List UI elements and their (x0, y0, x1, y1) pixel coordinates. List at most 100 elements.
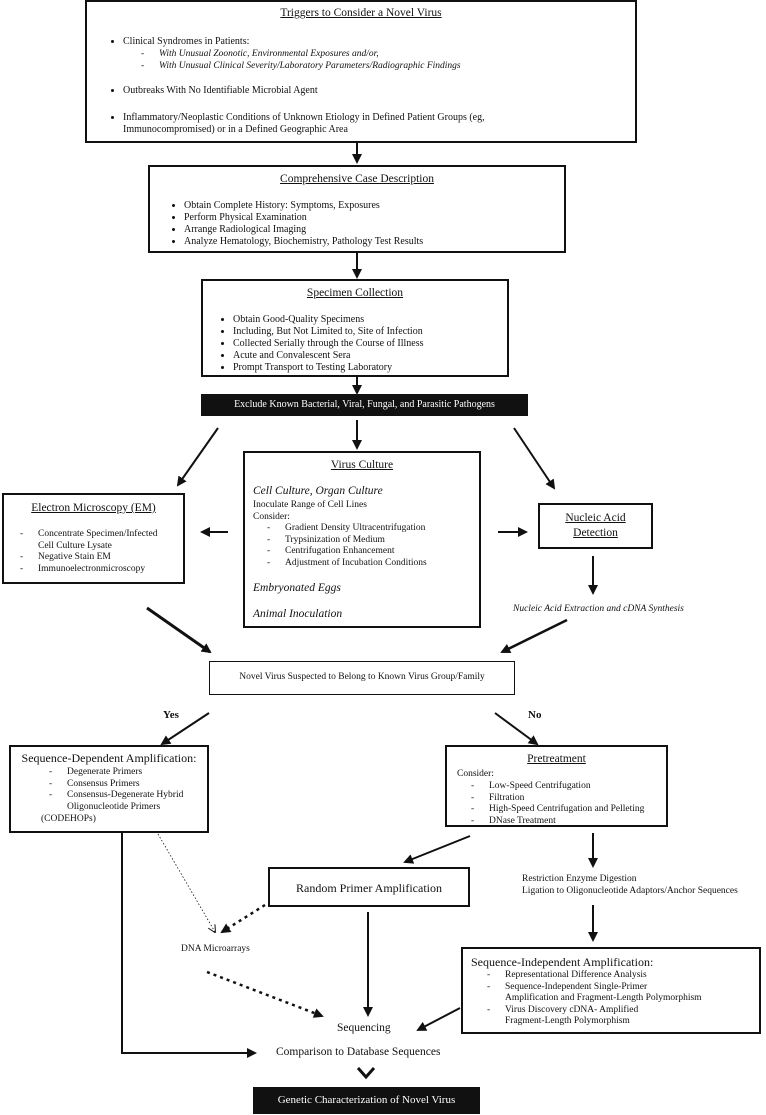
virus-culture-title: Virus Culture (330, 459, 394, 471)
yes-label: Yes (163, 709, 179, 721)
em-item-1-line-1: Concentrate Specimen/Infected (38, 529, 158, 539)
pretreat-item-2: Filtration (467, 793, 644, 805)
embryonated-eggs-heading: Embryonated Eggs (253, 582, 341, 594)
em-item-2: Negative Stain EM (16, 552, 158, 564)
case-description-list: Obtain Complete History: Symptoms, Expos… (168, 200, 423, 248)
seqindep-item-2: Sequence-Independent Single-PrimerAmplif… (483, 982, 702, 1005)
culture-consider-list: Gradient Density Ultracentrifugation Try… (263, 523, 427, 569)
seqdep-item-3-line-1: Consensus-Degenerate Hybrid (67, 790, 184, 800)
nucleic-acid-line-1: Nucleic Acid (565, 512, 626, 524)
case-item-3: Arrange Radiological Imaging (184, 224, 423, 236)
arrow-exclude-to-nucleic (513, 427, 556, 490)
case-item-1: Obtain Complete History: Symptoms, Expos… (184, 200, 423, 212)
sequence-independent-list: Representational Difference Analysis Seq… (483, 970, 702, 1028)
triggers-item-2-text: Outbreaks With No Identifiable Microbial… (123, 85, 318, 97)
novel-virus-suspected-text: Novel Virus Suspected to Belong to Known… (239, 672, 485, 682)
seqindep-item-2-line-2: Amplification and Fragment-Length Polymo… (505, 993, 702, 1003)
triggers-item-1-text: Clinical Syndromes in Patients: (123, 36, 249, 48)
pretreatment-box: Pretreatment Consider: Low-Speed Centrif… (445, 745, 668, 827)
seqdep-item-1: Degenerate Primers (45, 767, 183, 779)
case-description-box: Comprehensive Case Description Obtain Co… (148, 165, 566, 253)
triggers-sub-list: With Unusual Zoonotic, Environmental Exp… (137, 49, 461, 72)
dna-microarrays-label: DNA Microarrays (181, 944, 250, 954)
case-item-2: Perform Physical Examination (184, 212, 423, 224)
seqindep-item-1: Representational Difference Analysis (483, 970, 702, 982)
arrow-seqindep-to-sequencing (416, 1007, 461, 1031)
specimen-collection-title: Specimen Collection (306, 287, 404, 299)
triggers-box: Triggers to Consider a Novel Virus Clini… (85, 0, 637, 143)
sequence-dependent-list: Degenerate Primers Consensus Primers Con… (45, 767, 183, 813)
random-primer-amplification-box: Random Primer Amplification (268, 867, 470, 907)
nucleic-acid-line-2: Detection (573, 527, 618, 539)
specimen-collection-list: Obtain Good-Quality Specimens Including,… (217, 314, 424, 374)
culture-item-4: Adjustment of Incubation Conditions (263, 558, 427, 570)
culture-consider-label: Consider: (253, 512, 290, 522)
triggers-sub-1: With Unusual Zoonotic, Environmental Exp… (137, 49, 461, 61)
sequence-independent-title: Sequence-Independent Amplification: (471, 955, 654, 969)
specimen-item-5: Prompt Transport to Testing Laboratory (233, 362, 424, 374)
pretreatment-list: Low-Speed Centrifugation Filtration High… (467, 781, 644, 827)
cell-culture-heading: Cell Culture, Organ Culture (253, 485, 383, 497)
sequence-dependent-amplification-box: Sequence-Dependent Amplification: Degene… (9, 745, 209, 833)
culture-item-3: Centrifugation Enhancement (263, 546, 427, 558)
culture-inoculate-line: Inoculate Range of Cell Lines (253, 500, 367, 510)
em-item-1-line-2: Cell Culture Lysate (38, 540, 112, 551)
seqindep-item-3: Virus Discovery cDNA- AmplifiedFragment-… (483, 1005, 702, 1028)
specimen-collection-box: Specimen Collection Obtain Good-Quality … (201, 279, 509, 377)
pretreat-item-4: DNase Treatment (467, 816, 644, 828)
exclude-pathogens-banner: Exclude Known Bacterial, Viral, Fungal, … (201, 394, 528, 416)
seqindep-item-3-line-1: Virus Discovery cDNA- Amplified (505, 1004, 639, 1015)
arrow-seqdep-to-comparison (121, 833, 257, 1058)
arrow-microarray-to-sequencing (206, 970, 324, 1018)
seqdep-item-3-line-2: Oligonucleotide Primers (67, 801, 161, 812)
novel-virus-suspected-box: Novel Virus Suspected to Belong to Known… (209, 661, 515, 695)
sequence-dependent-title: Sequence-Dependent Amplification: (21, 751, 197, 765)
seqindep-item-3-line-2: Fragment-Length Polymorphism (505, 1016, 630, 1026)
arrow-exclude-to-em (176, 427, 219, 487)
sequence-independent-amplification-box: Sequence-Independent Amplification: Repr… (461, 947, 761, 1034)
electron-microscopy-title: Electron Microscopy (EM) (31, 502, 156, 514)
nucleic-acid-extraction-label: Nucleic Acid Extraction and cDNA Synthes… (513, 604, 684, 614)
specimen-item-1: Obtain Good-Quality Specimens (233, 314, 424, 326)
specimen-item-4: Acute and Convalescent Sera (233, 350, 424, 362)
triggers-item-3-line-2: Immunocompromised) or in a Defined Geogr… (123, 124, 348, 135)
arrow-pretreat-to-random (403, 835, 471, 864)
arrow-seqdep-to-microarray (157, 833, 215, 932)
pretreat-item-3: High-Speed Centrifugation and Pelleting (467, 804, 644, 816)
arrow-sequencing-chevron (356, 1067, 376, 1080)
specimen-item-3: Collected Serially through the Course of… (233, 338, 424, 350)
triggers-item-1: Clinical Syndromes in Patients: (107, 36, 249, 48)
case-description-title: Comprehensive Case Description (280, 173, 434, 185)
seqdep-item-3-line-3: (CODEHOPs) (41, 814, 96, 824)
triggers-sub-2: With Unusual Clinical Severity/Laborator… (137, 61, 461, 73)
arrow-extraction-to-suspected (500, 618, 568, 654)
seqindep-item-2-line-1: Sequence-Independent Single-Primer (505, 981, 648, 992)
random-primer-text: Random Primer Amplification (296, 881, 442, 895)
triggers-title: Triggers to Consider a Novel Virus (280, 7, 442, 19)
animal-inoculation-heading: Animal Inoculation (253, 608, 343, 620)
triggers-item-3: Inflammatory/Neoplastic Conditions of Un… (107, 112, 485, 124)
pretreatment-title: Pretreatment (527, 753, 586, 765)
specimen-item-2: Including, But Not Limited to, Site of I… (233, 326, 424, 338)
genetic-characterization-banner: Genetic Characterization of Novel Virus (253, 1087, 480, 1114)
pretreatment-consider-label: Consider: (457, 769, 494, 779)
restriction-enzyme-line: Restriction Enzyme Digestion (522, 874, 637, 884)
seqdep-item-3: Consensus-Degenerate HybridOligonucleoti… (45, 790, 183, 813)
arrow-suspected-to-pretreat (494, 712, 539, 746)
triggers-item-2: Outbreaks With No Identifiable Microbial… (107, 85, 318, 97)
electron-microscopy-box: Electron Microscopy (EM) Concentrate Spe… (2, 493, 185, 584)
genetic-characterization-text: Genetic Characterization of Novel Virus (277, 1094, 456, 1106)
comparison-label: Comparison to Database Sequences (276, 1046, 441, 1058)
arrow-random-to-microarray (220, 903, 266, 934)
virus-culture-box: Virus Culture Cell Culture, Organ Cultur… (243, 451, 481, 628)
exclude-pathogens-text: Exclude Known Bacterial, Viral, Fungal, … (234, 399, 495, 410)
culture-item-2: Trypsinization of Medium (263, 535, 427, 547)
arrow-suspected-to-seqdep (160, 712, 210, 746)
pretreat-item-1: Low-Speed Centrifugation (467, 781, 644, 793)
sequencing-label: Sequencing (337, 1022, 391, 1034)
